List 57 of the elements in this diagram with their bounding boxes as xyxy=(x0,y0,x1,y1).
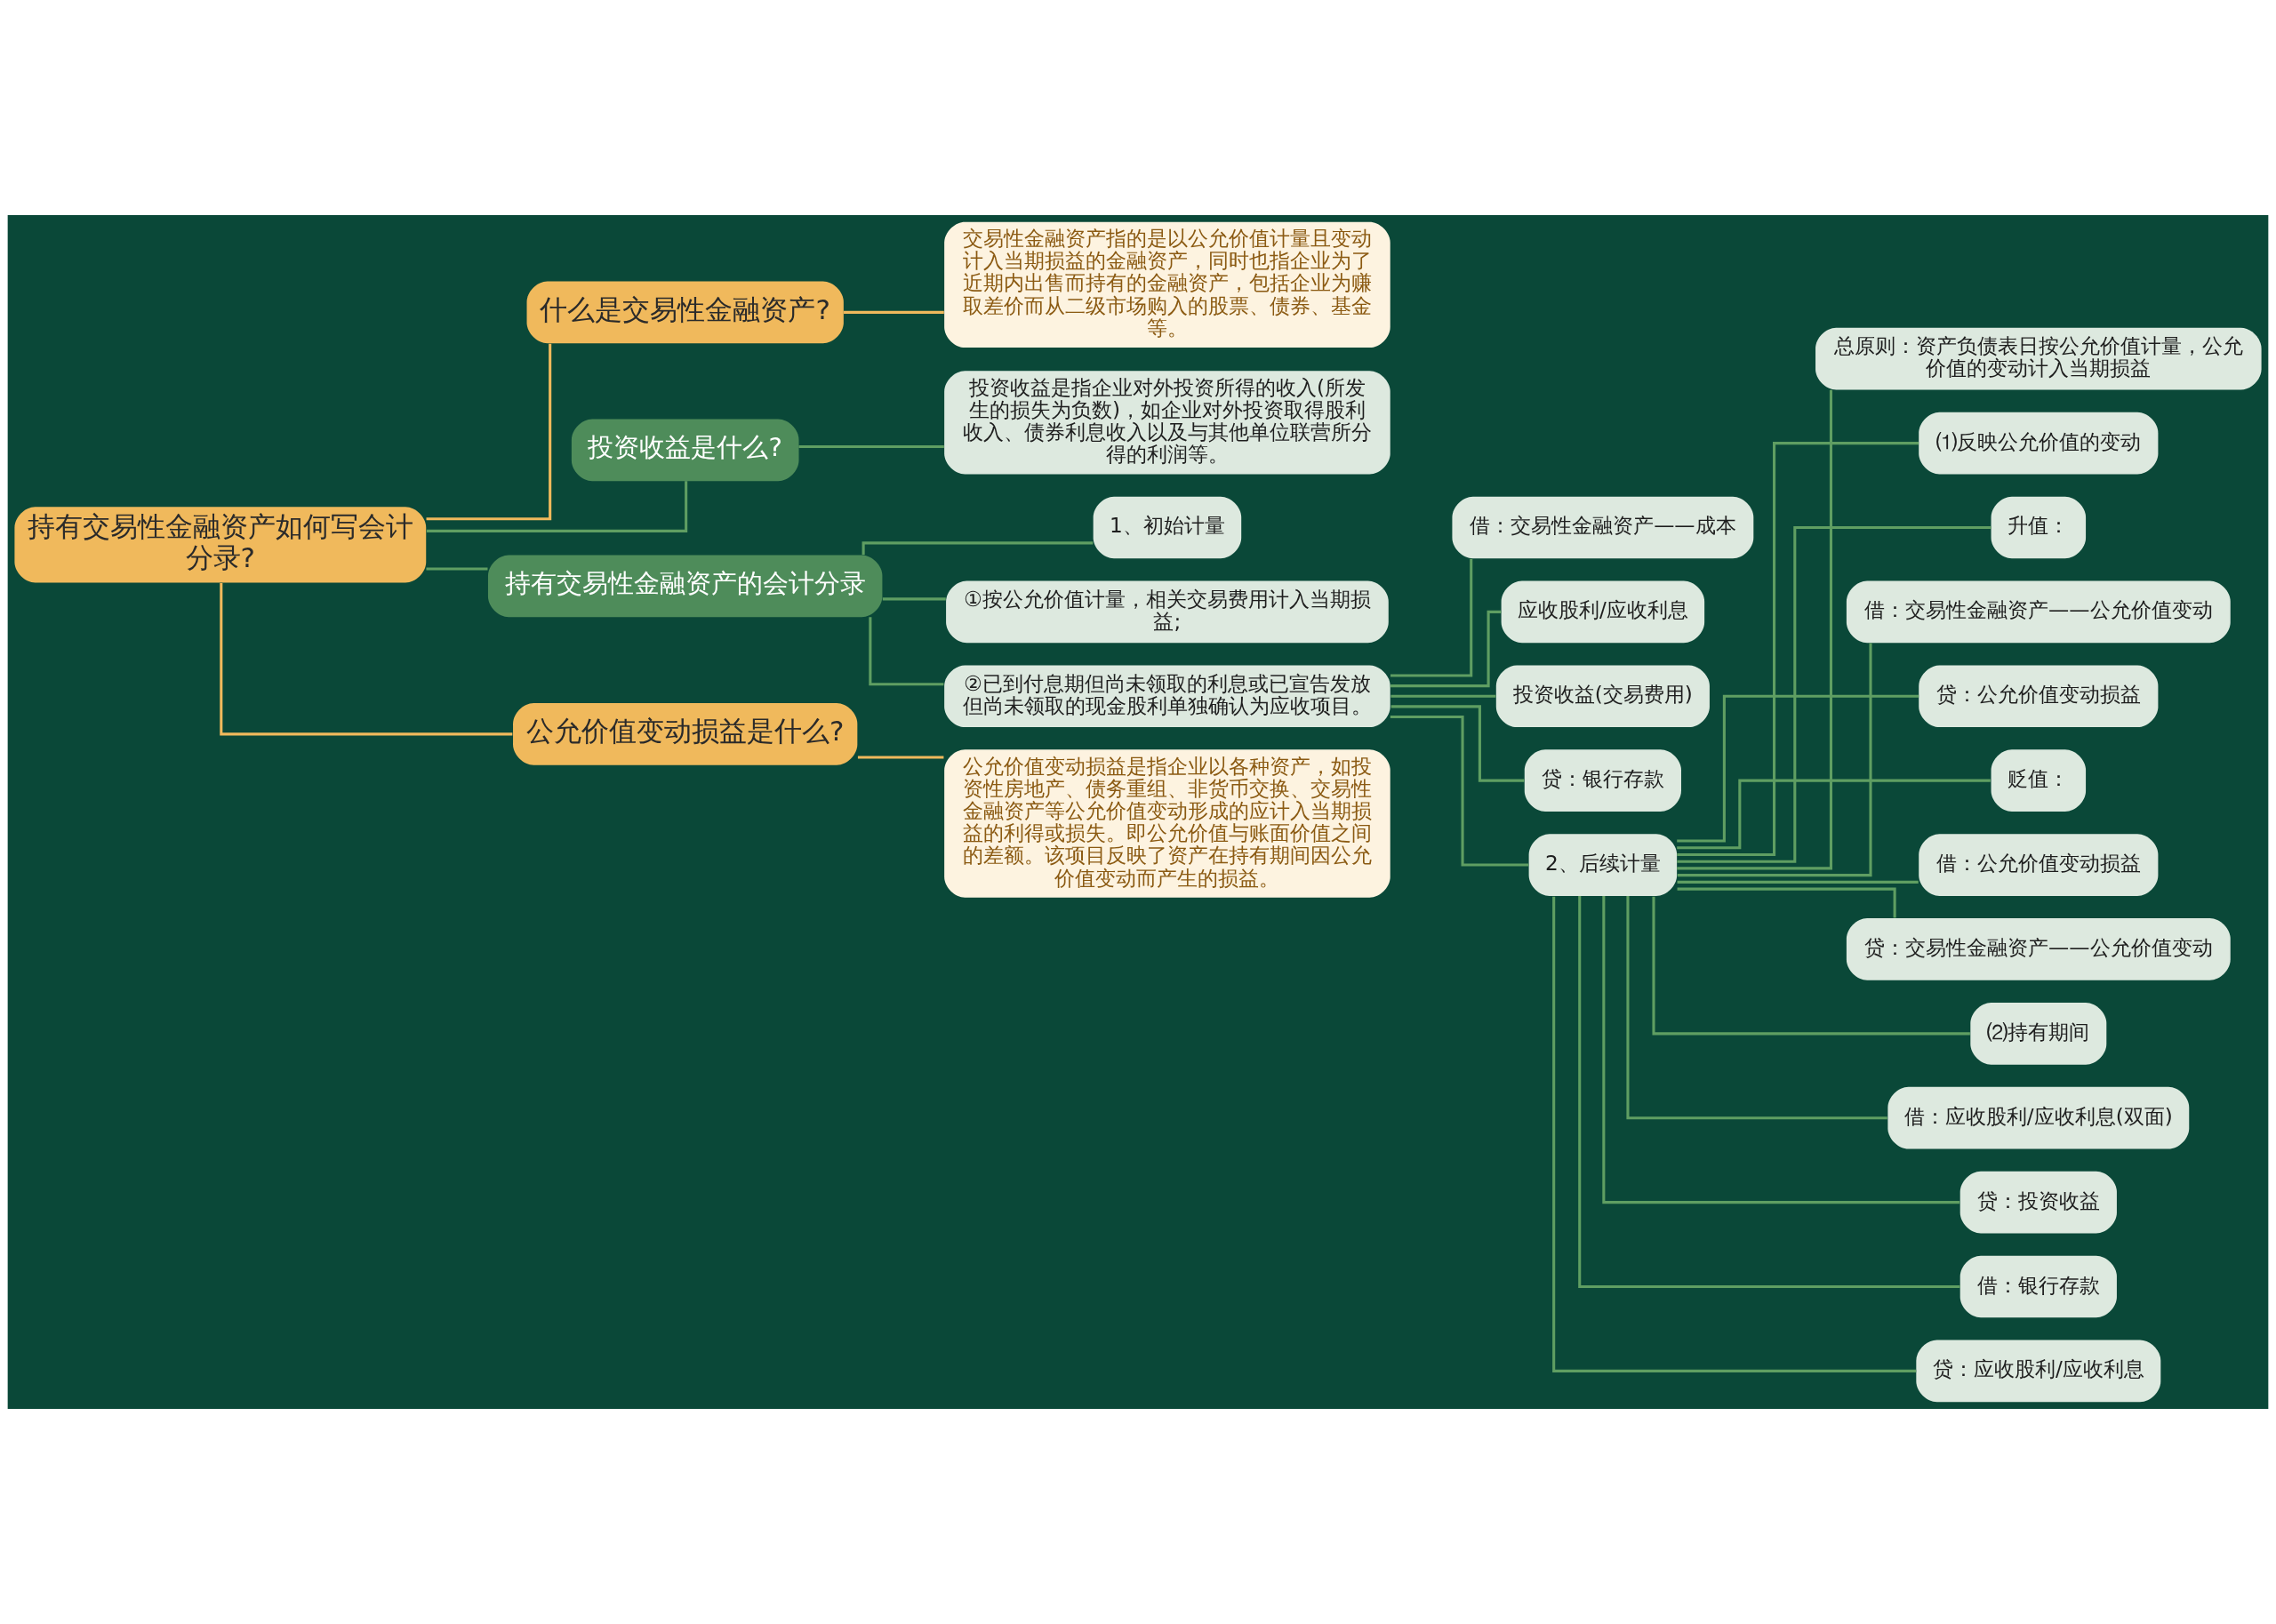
connector xyxy=(426,343,552,521)
node-box: 投资收益是什么? xyxy=(571,419,799,482)
connector xyxy=(1390,558,1473,677)
connector xyxy=(1390,705,1525,782)
node-box: 1、初始计量 xyxy=(1093,496,1242,559)
connector xyxy=(1677,694,1919,843)
connector xyxy=(862,541,1094,556)
node-box: 借：公允价值变动损益 xyxy=(1919,834,2159,896)
node-box: 交易性金融资产指的是以公允价值计量且变动计入当期损益的金融资产，同时也指企业为了近期内出售而持有的金融资产，包括企业为赚取差价而从二级市场购入的股票、债券、基金等。 xyxy=(944,221,1390,348)
connector xyxy=(798,444,944,449)
node-box: 借：交易性金融资产——公允价值变动 xyxy=(1846,580,2231,644)
node-box: 什么是交易性金融资产? xyxy=(526,281,844,344)
node-box: 贷：应收股利/应收利息 xyxy=(1916,1340,2161,1403)
connector xyxy=(844,310,944,314)
connector xyxy=(869,617,944,686)
connector xyxy=(882,597,946,601)
node-box: 投资收益是指企业对外投资所得的收入(所发生的损失为负数)，如企业对外投资取得股利收入、债券利息收入以及与其他单位联营所分得的利润等。 xyxy=(944,371,1390,475)
connector xyxy=(220,582,513,736)
node-box: 投资收益(交易费用) xyxy=(1495,665,1710,728)
node-box: 贷：交易性金融资产——公允价值变动 xyxy=(1846,918,2231,980)
node-box: 借：银行存款 xyxy=(1959,1255,2117,1318)
node-box: 公允价值变动损益是什么? xyxy=(513,703,858,765)
node-box: 持有交易性金融资产的会计分录 xyxy=(487,555,883,618)
connector xyxy=(1390,694,1496,698)
connector xyxy=(1677,442,1919,856)
node-box: 贷：公允价值变动损益 xyxy=(1919,665,2159,728)
node-box: 2、后续计量 xyxy=(1528,834,1678,896)
node-box: 公允价值变动损益是指企业以各种资产，如投资性房地产、债务重组、非货币交换、交易性金融资产等公允价值变动形成的应计入当期损益的利得或损失。即公允价值与账面价值之间的差额。该项目反映了资产在持有期间因公允价值变动而产生的损益。 xyxy=(944,749,1390,898)
connector xyxy=(1677,643,1872,877)
connector xyxy=(1578,895,1960,1289)
connector xyxy=(1677,779,1991,850)
node-box: 总原则：资产负债表日按公允价值计量，公允价值的变动计入当期损益 xyxy=(1815,327,2262,390)
node-box: 贷：投资收益 xyxy=(1959,1171,2117,1234)
connector xyxy=(1626,895,1887,1120)
connector xyxy=(1390,610,1502,688)
connector xyxy=(1677,389,1832,870)
node-box: ⑵持有期间 xyxy=(1970,1002,2107,1065)
connector xyxy=(426,481,688,532)
connector xyxy=(1677,525,1992,863)
node-box: ①按公允价值计量，相关交易费用计入当期损益; xyxy=(946,580,1389,644)
node-box: 借：应收股利/应收利息(双面) xyxy=(1887,1086,2190,1149)
node-box: ②已到付息期但尚未领取的利息或已宣告发放但尚未领取的现金股利单独确认为应收项目。 xyxy=(944,665,1390,728)
connector xyxy=(1602,896,1960,1204)
connector xyxy=(1652,896,1970,1036)
node-box: 升值： xyxy=(1991,496,2087,559)
connector xyxy=(1552,896,1917,1372)
node-box: ⑴反映公允价值的变动 xyxy=(1919,412,2159,475)
connector xyxy=(1390,715,1529,867)
node-box: 持有交易性金融资产如何写会计分录? xyxy=(14,507,427,583)
node-box: 借：交易性金融资产——成本 xyxy=(1452,496,1754,559)
connector xyxy=(1677,887,1896,918)
connector xyxy=(1677,880,1919,884)
node-box: 贬值： xyxy=(1991,749,2087,812)
connector xyxy=(426,567,488,571)
node-box: 贷：银行存款 xyxy=(1524,749,1681,812)
connector xyxy=(857,756,944,759)
node-box: 应收股利/应收利息 xyxy=(1501,580,1705,644)
